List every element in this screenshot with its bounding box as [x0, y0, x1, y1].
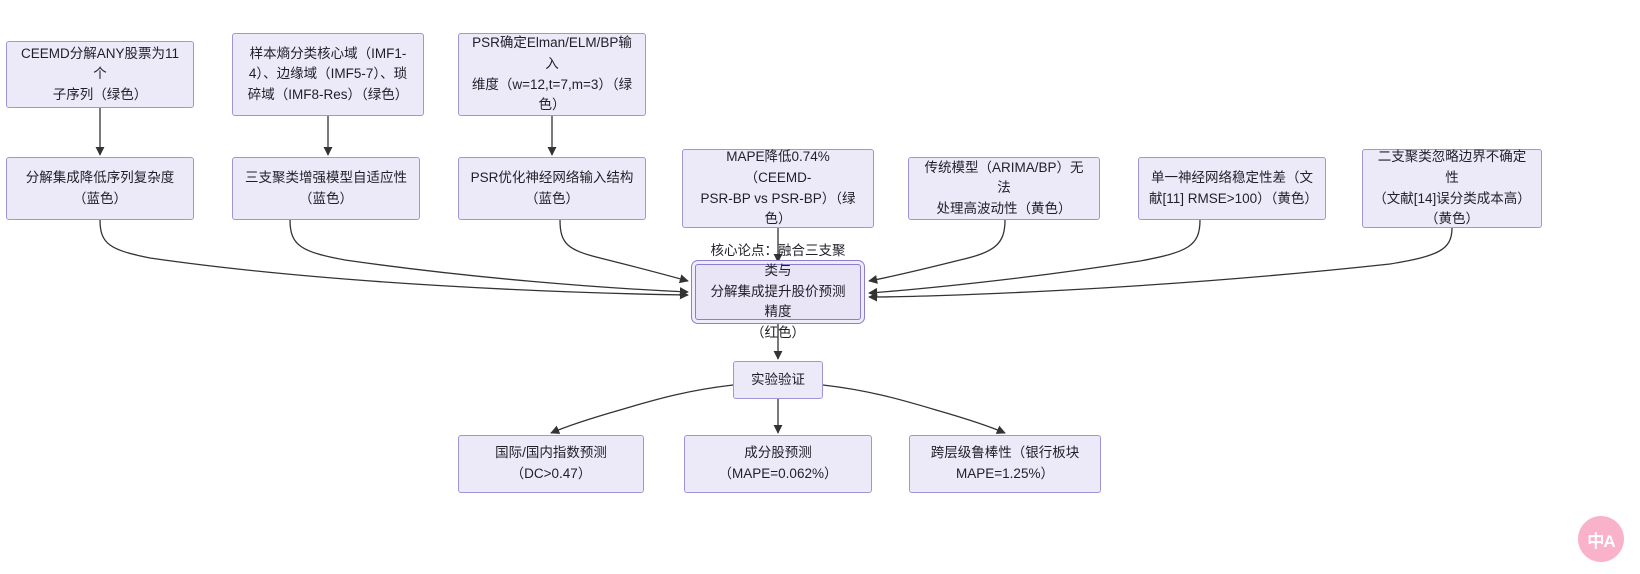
node-evidence-mape-drop[interactable]: MAPE降低0.74%（CEEMD- PSR-BP vs PSR-BP）（绿 色…	[682, 149, 874, 228]
node-label: MAPE降低0.74%（CEEMD- PSR-BP vs PSR-BP）（绿 色…	[700, 149, 856, 227]
edge-threeway-to-core	[289, 219, 689, 297]
edge-twoway-to-core	[868, 227, 1453, 302]
node-core-claim[interactable]: 核心论点：融合三支聚类与 分解集成提升股价预测精度 （红色）	[695, 243, 861, 340]
edge-traditional-to-core	[868, 219, 1006, 284]
node-label: 国际/国内指数预测 （DC>0.47）	[495, 445, 607, 481]
node-evidence-psr-dim[interactable]: PSR确定Elman/ELM/BP输入 维度（w=12,t=7,m=3）（绿 色…	[458, 33, 646, 116]
node-claim-decomp-complexity[interactable]: 分解集成降低序列复杂度 （蓝色）	[6, 157, 194, 220]
node-label: CEEMD分解ANY股票为11个 子序列（绿色）	[20, 45, 180, 102]
node-evidence-ceemd[interactable]: CEEMD分解ANY股票为11个 子序列（绿色）	[6, 41, 194, 108]
node-label: PSR优化神经网络输入结构 （蓝色）	[470, 169, 634, 206]
node-label: 成分股预测 （MAPE=0.062%）	[718, 445, 838, 481]
watermark-text: 中A	[1587, 531, 1615, 551]
node-gap-two-way-cluster[interactable]: 二支聚类忽略边界不确定性 （文献[14]误分类成本高） （黄色）	[1362, 149, 1542, 228]
edge-decomp-to-core	[99, 219, 689, 300]
watermark-badge: 中A	[1578, 516, 1624, 562]
edge-structure-to-core	[559, 219, 689, 284]
node-label: 单一神经网络稳定性差（文 献[11] RMSE>100）（黄色）	[1149, 169, 1318, 206]
node-claim-three-way-adaptive[interactable]: 三支聚类增强模型自适应性 （蓝色）	[232, 157, 420, 220]
node-label: 跨层级鲁棒性（银行板块 MAPE=1.25%）	[930, 445, 1080, 481]
node-label: 样本熵分类核心域（IMF1- 4）、边缘域（IMF5-7）、琐 碎域（IMF8-…	[247, 45, 409, 102]
node-result-component-stock[interactable]: 成分股预测 （MAPE=0.062%）	[684, 435, 872, 493]
node-evidence-sample-entropy[interactable]: 样本熵分类核心域（IMF1- 4）、边缘域（IMF5-7）、琐 碎域（IMF8-…	[232, 33, 424, 116]
node-gap-traditional-model[interactable]: 传统模型（ARIMA/BP）无法 处理高波动性（黄色）	[908, 157, 1100, 220]
node-claim-psr-structure[interactable]: PSR优化神经网络输入结构 （蓝色）	[458, 157, 646, 220]
node-label: 分解集成降低序列复杂度 （蓝色）	[25, 169, 175, 206]
node-label: 核心论点：融合三支聚类与 分解集成提升股价预测精度 （红色）	[710, 242, 846, 340]
node-label: 二支聚类忽略边界不确定性 （文献[14]误分类成本高） （黄色）	[1373, 149, 1531, 227]
edge-experiment-to-index	[550, 384, 734, 434]
node-result-cross-level[interactable]: 跨层级鲁棒性（银行板块 MAPE=1.25%）	[909, 435, 1101, 493]
node-result-index-forecast[interactable]: 国际/国内指数预测 （DC>0.47）	[458, 435, 644, 493]
node-experiment-validation[interactable]: 实验验证	[733, 361, 823, 399]
edge-experiment-to-crosslevel	[822, 384, 1006, 434]
node-label: 实验验证	[751, 371, 805, 387]
node-label: 三支聚类增强模型自适应性 （蓝色）	[245, 169, 407, 206]
node-gap-single-nn[interactable]: 单一神经网络稳定性差（文 献[11] RMSE>100）（黄色）	[1138, 157, 1326, 220]
edge-singlenn-to-core	[868, 219, 1201, 297]
node-label: PSR确定Elman/ELM/BP输入 维度（w=12,t=7,m=3）（绿 色…	[471, 35, 633, 113]
node-label: 传统模型（ARIMA/BP）无法 处理高波动性（黄色）	[924, 159, 1084, 216]
